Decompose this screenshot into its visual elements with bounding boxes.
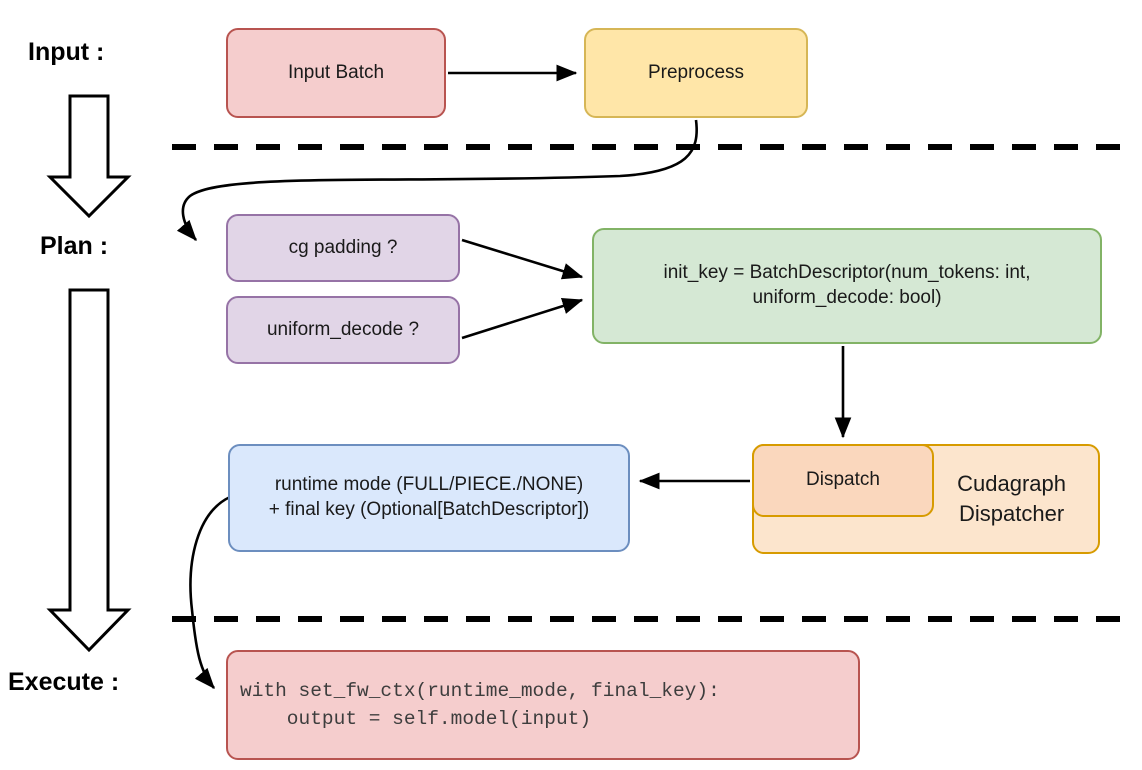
node-preprocess-label: Preprocess [647, 61, 745, 83]
edge-runtime-mode-to-execute-code [189, 495, 231, 689]
node-input-batch-label: Input Batch [287, 61, 385, 83]
node-init-key[interactable]: init_key = BatchDescriptor(num_tokens: i… [592, 228, 1102, 344]
node-cg-padding[interactable]: cg padding ? [226, 214, 460, 282]
stage-label-plan: Plan : [40, 232, 109, 260]
edge-uniform-decode-to-init-key [461, 297, 584, 340]
node-init-key-label: init_key = BatchDescriptor(num_tokens: i… [663, 262, 1031, 308]
edge-cg-padding-to-init-key [461, 238, 584, 280]
node-preprocess[interactable]: Preprocess [584, 28, 808, 118]
node-runtime-mode[interactable]: runtime mode (FULL/PIECE./NONE) + final … [228, 444, 630, 552]
node-execute-code[interactable]: with set_fw_ctx(runtime_mode, final_key)… [226, 650, 860, 760]
node-uniform-decode-label: uniform_decode ? [266, 318, 420, 340]
node-execute-code-text: with set_fw_ctx(runtime_mode, final_key)… [240, 679, 720, 730]
node-dispatch[interactable]: Dispatch [752, 444, 934, 517]
node-dispatch-label: Dispatch [806, 469, 880, 491]
node-runtime-mode-label: runtime mode (FULL/PIECE./NONE) + final … [268, 474, 590, 520]
stage-label-execute: Execute : [8, 668, 120, 696]
node-cg-padding-label: cg padding ? [288, 236, 398, 258]
stage-label-input: Input : [28, 38, 105, 66]
node-uniform-decode[interactable]: uniform_decode ? [226, 296, 460, 364]
node-input-batch[interactable]: Input Batch [226, 28, 446, 118]
stage-arrow-plan-to-execute [46, 288, 132, 653]
node-cudagraph-dispatcher-label: Cudagraph Dispatcher [957, 471, 1066, 526]
stage-arrow-input-to-plan [46, 94, 132, 219]
